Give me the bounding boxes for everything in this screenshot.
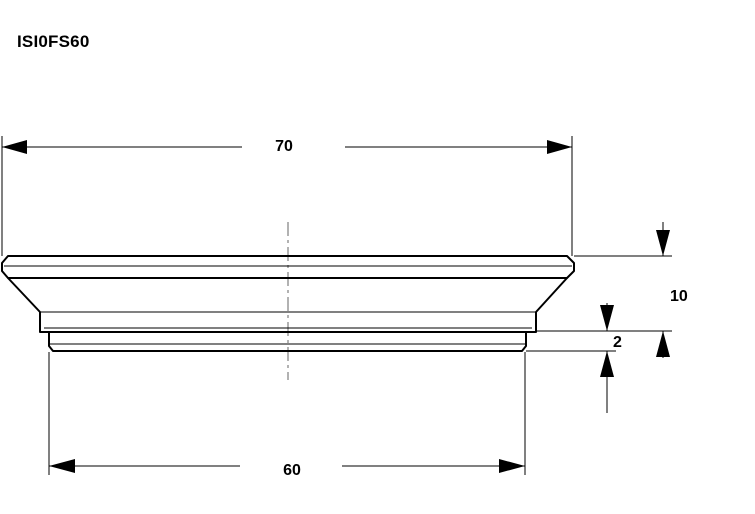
arrowhead-step-bottom [600,351,614,377]
arrowhead-bottom-left [49,459,75,473]
dimension-total-height: 10 [536,222,688,358]
arrowhead-step-top [600,305,614,331]
dimension-label-total-height: 10 [670,288,688,305]
arrowhead-height-bottom [656,331,670,357]
arrowhead-top-right [547,140,572,154]
dimension-label-bottom-width: 60 [283,462,301,479]
arrowhead-bottom-right [499,459,525,473]
part-profile [1,255,575,352]
dimension-label-top-width: 70 [275,138,293,155]
dimension-bottom-width: 60 [48,352,526,479]
bottom-lip-outline [48,332,527,352]
arrowhead-top-left [2,140,27,154]
tapered-body-outline [7,277,568,333]
dimension-label-step-height: 2 [613,334,622,351]
dimension-top-width: 70 [1,136,573,256]
arrowhead-height-top [656,230,670,256]
part-code-title: ISI0FS60 [17,32,90,51]
dimension-step-height: 2 [526,303,622,413]
